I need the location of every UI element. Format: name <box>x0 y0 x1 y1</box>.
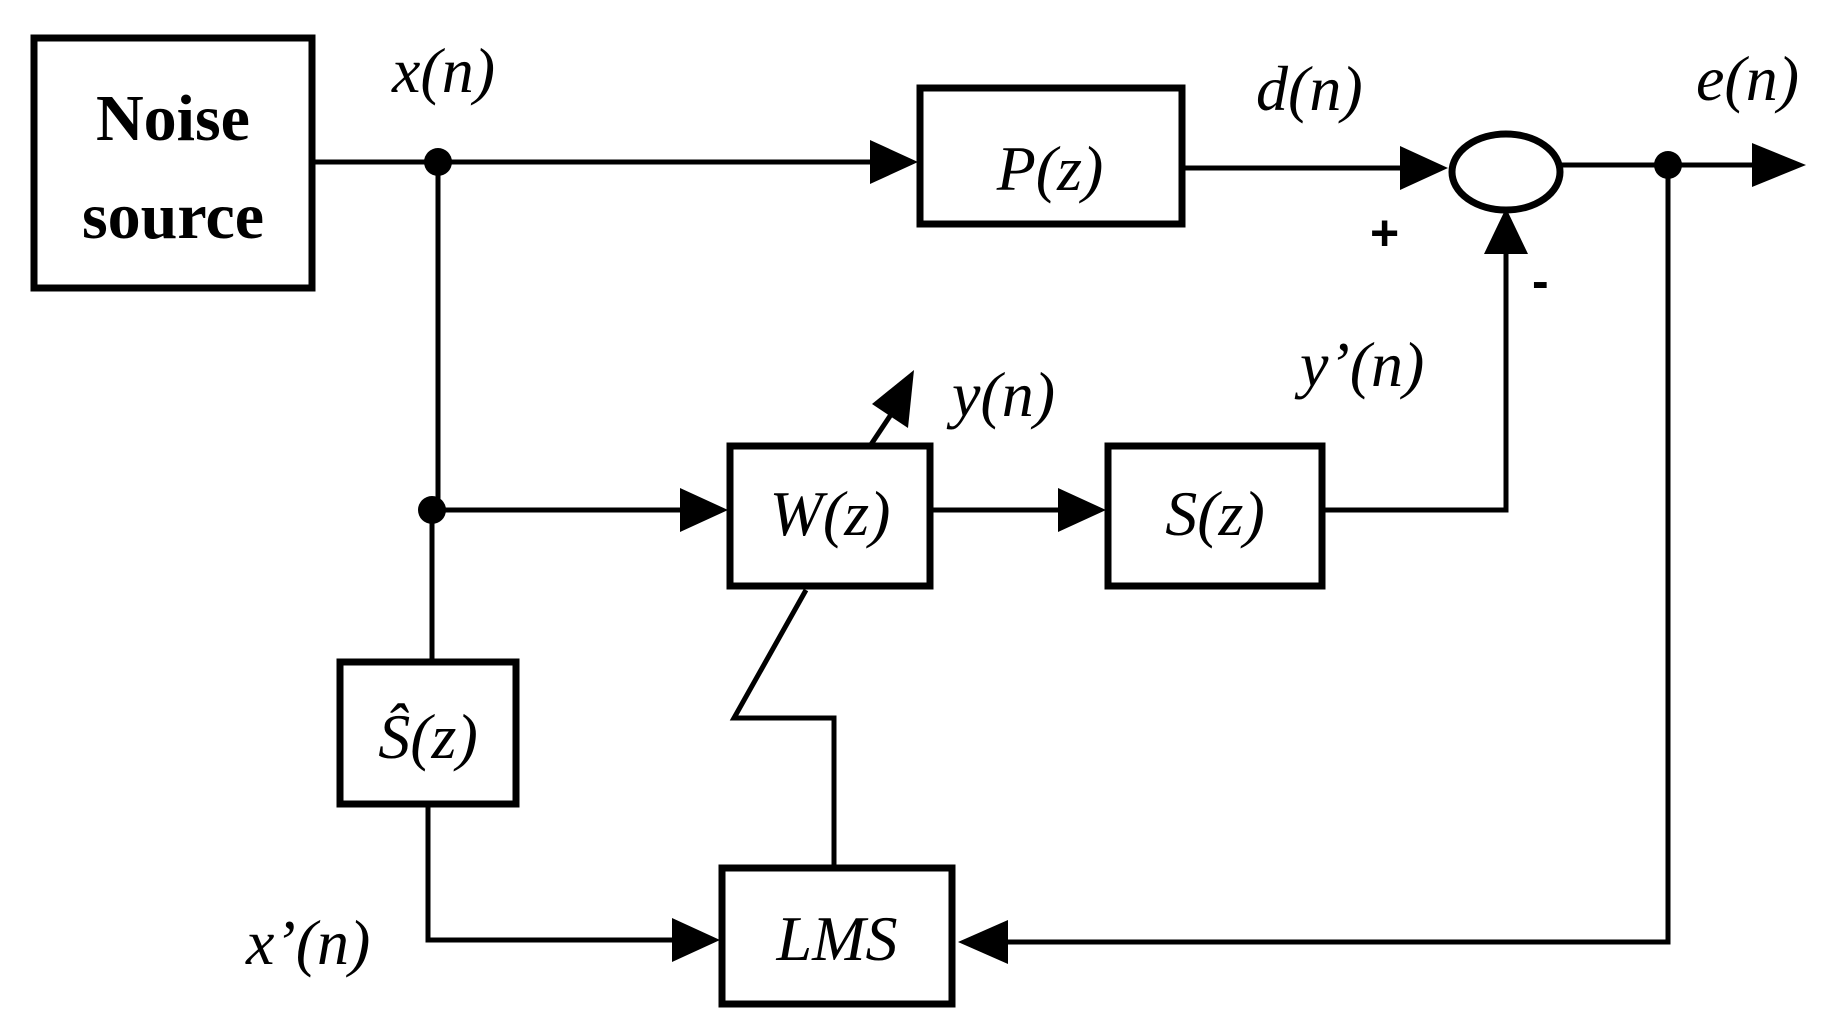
secondary-path-block <box>1104 442 1326 590</box>
wire-lms-adaptation <box>729 588 837 868</box>
secondary-path-label: S(z) <box>1165 478 1265 549</box>
noise-source-block <box>30 34 316 292</box>
adaptive-filter-label: W(z) <box>770 478 891 549</box>
wire-error-feedback <box>1008 165 1671 945</box>
junction-dot-error <box>1654 151 1682 179</box>
arrowhead-into-secondary <box>1058 488 1106 532</box>
summing-junction <box>1448 130 1564 214</box>
lms-block <box>718 864 956 1008</box>
adaptive-filter-block <box>726 442 934 590</box>
signal-label-e: e(n) <box>1696 43 1799 114</box>
lms-label: LMS <box>776 903 898 974</box>
noise-source-label-line2: source <box>82 180 264 253</box>
secondary-estimate-block <box>336 658 520 808</box>
arrowhead-into-lms-reference <box>672 918 720 962</box>
sum-plus-sign: + <box>1370 205 1399 261</box>
sum-minus-sign: - <box>1532 253 1549 309</box>
wire-secondary-to-sum <box>1322 254 1509 513</box>
primary-path-label: P(z) <box>996 133 1104 204</box>
junction-dot-reference <box>424 148 452 176</box>
noise-source-label-line1: Noise <box>96 82 250 155</box>
wire-estimate-to-lms <box>425 804 672 943</box>
arrowhead-into-filter <box>680 488 728 532</box>
primary-path-block <box>916 84 1186 228</box>
arrowhead-into-sum-minus <box>1484 208 1528 254</box>
adaptation-arrowhead <box>872 370 914 428</box>
arrowhead-into-sum-plus <box>1400 146 1448 190</box>
secondary-estimate-label: Ŝ(z) <box>378 701 478 772</box>
arrowhead-into-primary <box>870 140 918 184</box>
signal-label-y-prime: y’(n) <box>1294 329 1424 400</box>
signal-label-x: x(n) <box>391 35 495 106</box>
arrowhead-into-lms-error <box>958 920 1008 964</box>
signal-label-d: d(n) <box>1256 53 1363 124</box>
arrowhead-output <box>1752 143 1806 187</box>
signal-label-y: y(n) <box>946 359 1055 430</box>
signal-label-x-prime: x’(n) <box>245 907 370 978</box>
junction-dot-branch <box>418 496 446 524</box>
